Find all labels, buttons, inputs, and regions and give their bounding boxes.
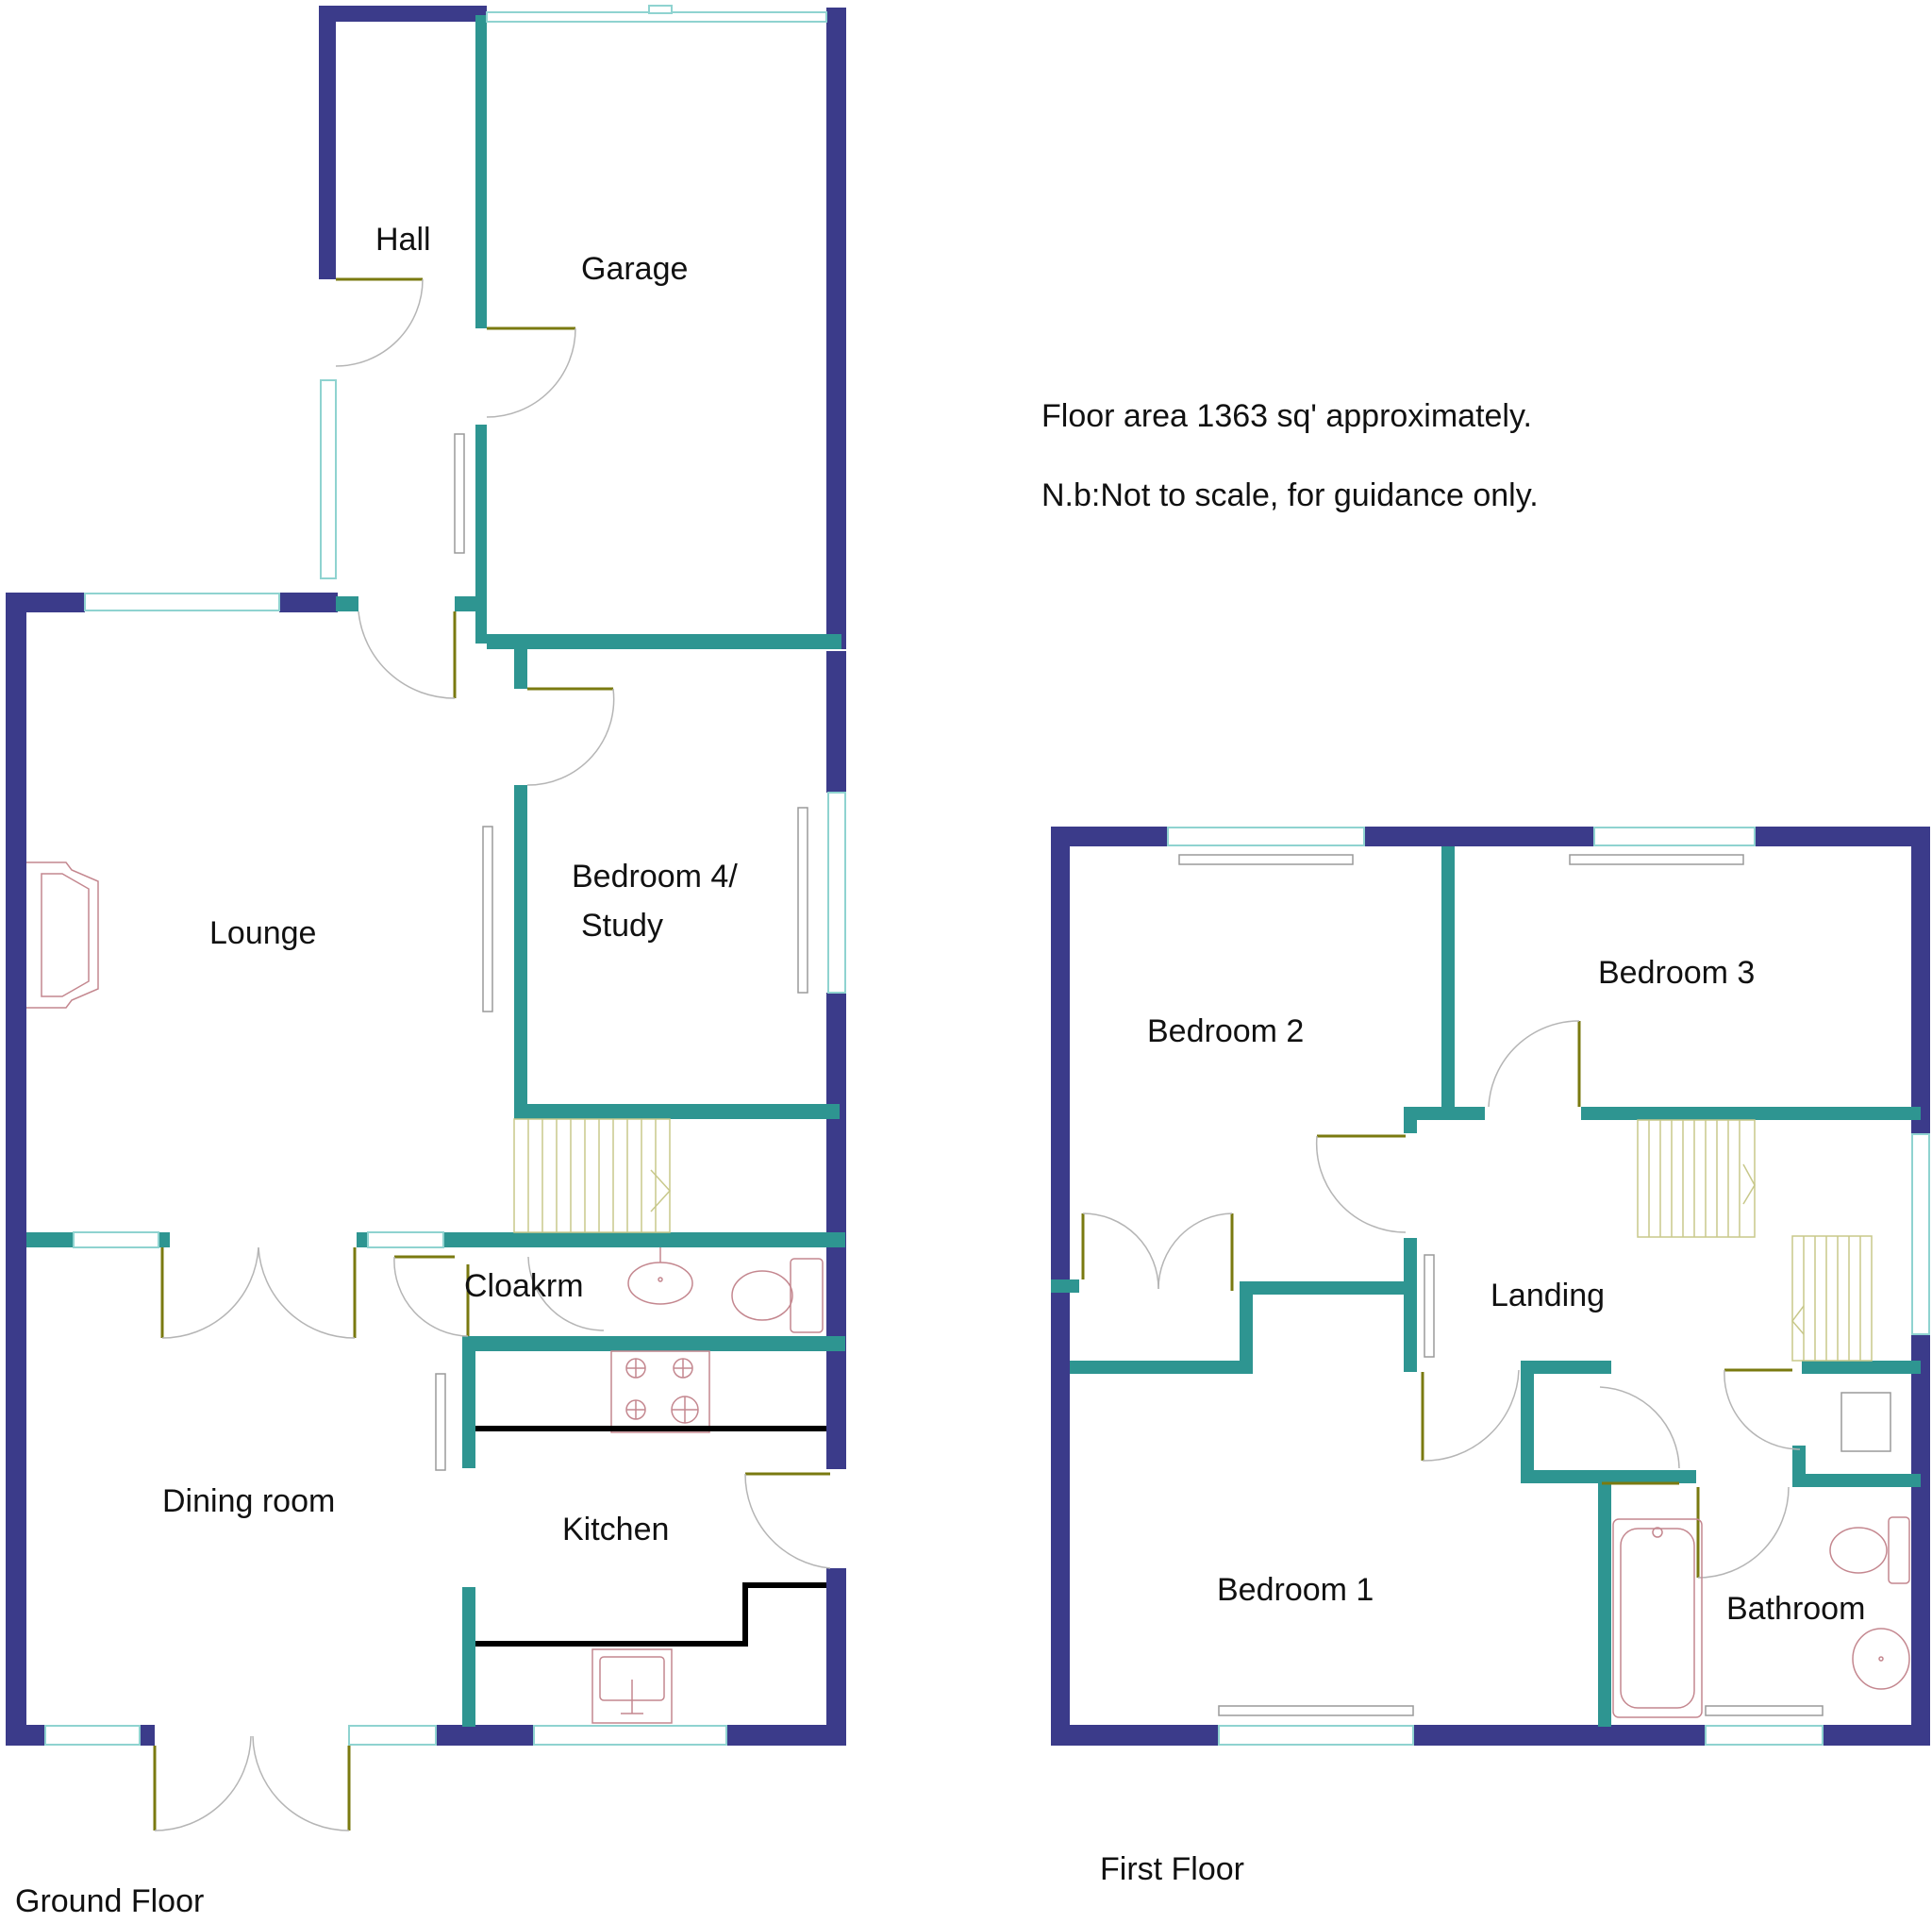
bedroom4-window	[827, 792, 846, 994]
lounge-window	[84, 593, 280, 611]
kitchen-sink-icon	[591, 1648, 673, 1724]
first-floor-title: First Floor	[1100, 1851, 1244, 1887]
bedroom2-window	[1167, 827, 1365, 846]
kitchen-fixtures	[475, 1350, 826, 1724]
basin-icon	[1852, 1628, 1910, 1690]
first-floor-staircase	[1637, 1119, 1873, 1362]
bath-icon	[1612, 1518, 1703, 1718]
room-label-garage: Garage	[581, 251, 688, 287]
room-label-landing: Landing	[1491, 1278, 1605, 1313]
room-label-lounge: Lounge	[209, 915, 316, 951]
bedroom1-window	[1218, 1725, 1414, 1746]
room-label-dining-room: Dining room	[162, 1483, 335, 1519]
basin-icon	[627, 1262, 693, 1305]
room-label-bedroom2: Bedroom 2	[1147, 1013, 1304, 1049]
room-label-bedroom3: Bedroom 3	[1598, 955, 1755, 991]
ground-floor-interior-walls	[26, 15, 845, 1727]
first-floor-windows	[1167, 827, 1930, 1746]
bedroom3-window	[1593, 827, 1756, 846]
ground-floor-title: Ground Floor	[15, 1883, 204, 1919]
hob-icon	[610, 1350, 710, 1433]
dining-window-right	[348, 1725, 437, 1746]
ground-floor-radiators	[435, 433, 808, 1471]
cloakroom-fixtures	[627, 1247, 824, 1333]
ground-floor-windows	[44, 5, 846, 1746]
hall-window	[320, 379, 337, 579]
disclaimer-note: N.b:Not to scale, for guidance only.	[1041, 477, 1539, 513]
ground-floor-plan: Hall Garage Lounge Bedroom 4/ Study Cloa…	[6, 5, 846, 1831]
fireplace-icon	[26, 861, 99, 1009]
first-floor-plan: Bedroom 2 Bedroom 3 Landing Bedroom 1 Ba…	[1051, 827, 1930, 1746]
kitchen-worktop-lower	[475, 1582, 826, 1647]
first-floor-radiators	[1178, 854, 1891, 1716]
room-label-hall: Hall	[375, 222, 431, 258]
room-label-kitchen: Kitchen	[562, 1512, 669, 1547]
toilet-icon	[1829, 1527, 1888, 1574]
first-floor-doors	[1081, 1020, 1801, 1579]
room-label-bedroom4-line1: Bedroom 4/	[572, 859, 738, 895]
toilet-cistern-icon	[790, 1258, 824, 1333]
kitchen-window	[533, 1725, 727, 1746]
ground-floor-staircase	[513, 1118, 672, 1233]
hot-water-tank	[1840, 1392, 1891, 1452]
toilet-icon	[731, 1270, 793, 1321]
ground-floor-doors	[153, 277, 831, 1831]
toilet-cistern-icon	[1888, 1516, 1910, 1584]
room-label-cloakroom: Cloakrm	[464, 1268, 584, 1304]
room-label-bedroom1: Bedroom 1	[1217, 1572, 1374, 1608]
room-label-bedroom4-line2: Study	[581, 908, 663, 944]
first-floor-interior-walls	[1051, 846, 1921, 1727]
room-label-bathroom: Bathroom	[1726, 1591, 1865, 1627]
floor-area-note: Floor area 1363 sq' approximately.	[1041, 398, 1532, 434]
dining-window-left	[44, 1725, 141, 1746]
bathroom-fixtures	[1612, 1516, 1910, 1718]
bathroom-window	[1705, 1725, 1824, 1746]
landing-window	[1911, 1133, 1930, 1335]
